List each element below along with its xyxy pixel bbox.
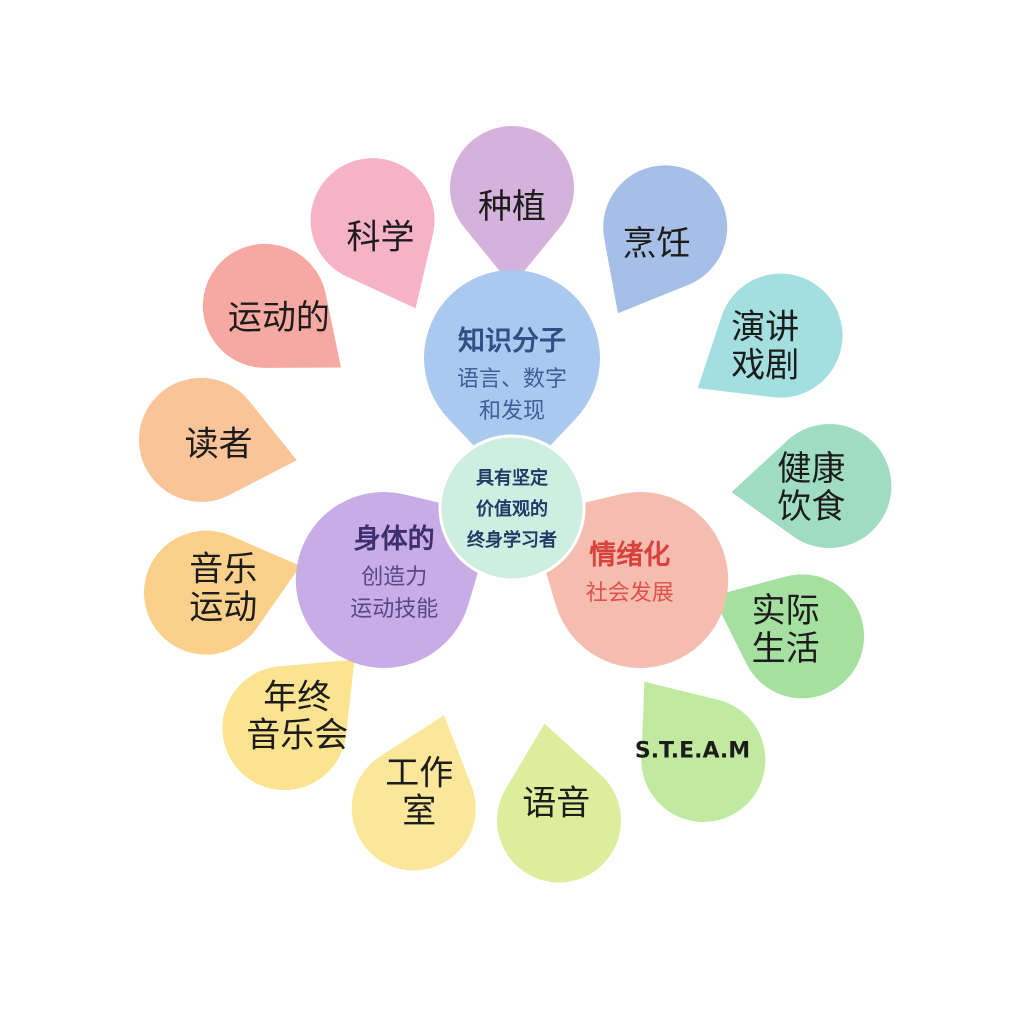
inner-petal-subtitle: 语言、数字 <box>457 367 567 392</box>
petal-label: 实际 <box>752 591 820 631</box>
inner-petal-title: 知识分子 <box>458 326 566 357</box>
petal-shape <box>144 530 301 655</box>
inner-petal-title: 情绪化 <box>589 540 670 571</box>
petal-label: 年终 <box>263 678 331 718</box>
petal-shape <box>697 273 843 398</box>
petal-label: 运动的 <box>228 298 330 338</box>
petal-shape <box>202 243 342 368</box>
petal-shape <box>310 158 435 309</box>
center-label: 具有坚定 <box>476 467 548 489</box>
center-label: 终身学习者 <box>467 529 557 551</box>
inner-petal-shape <box>424 270 600 486</box>
outer-petals: 种植烹饪演讲戏剧健康饮食实际生活S.T.E.A.M语音工作室年终音乐会音乐运动读… <box>139 126 892 883</box>
petal-shape <box>641 681 766 822</box>
petal-label: 音乐 <box>189 550 257 590</box>
outer-petal: 烹饪 <box>603 165 728 314</box>
petal-shape <box>351 715 476 871</box>
petal-label: 读者 <box>185 425 253 465</box>
outer-petal: 种植 <box>450 126 574 286</box>
center-circle <box>438 434 586 582</box>
petal-shape <box>450 126 574 286</box>
inner-petal-subtitle: 运动技能 <box>350 597 438 622</box>
petal-shape <box>222 659 355 791</box>
petal-label: 语音 <box>522 784 590 824</box>
inner-petal-title: 身体的 <box>354 523 435 555</box>
petal-label: 生活 <box>752 629 820 669</box>
inner-petal-subtitle: 创造力 <box>361 565 427 590</box>
petal-label: S.T.E.A.M <box>635 739 750 764</box>
petal-shape <box>497 723 622 883</box>
petal-shape <box>731 424 892 549</box>
petal-shape <box>603 165 728 314</box>
petal-shape <box>712 574 864 699</box>
petal-label: 种植 <box>478 187 546 227</box>
outer-petal: 工作室 <box>351 715 476 871</box>
outer-petal: 运动的 <box>202 243 342 368</box>
petal-label: 烹饪 <box>623 224 691 264</box>
petal-label: 工作 <box>385 753 453 793</box>
petal-label: 戏剧 <box>731 345 799 385</box>
petal-label: 室 <box>402 791 436 831</box>
petal-label: 音乐会 <box>246 716 348 756</box>
petal-label: 健康 <box>777 449 845 489</box>
petal-label: 科学 <box>347 217 415 257</box>
center-label: 价值观的 <box>476 498 548 520</box>
outer-petal: 语音 <box>497 723 622 883</box>
petal-shape <box>139 377 297 502</box>
outer-petal: S.T.E.A.M <box>635 681 766 822</box>
petal-label: 饮食 <box>777 487 845 527</box>
petal-label: 运动 <box>189 588 257 628</box>
inner-petal-subtitle: 和发现 <box>479 399 545 424</box>
outer-petal: 科学 <box>310 158 435 309</box>
inner-petal-subtitle: 社会发展 <box>586 581 674 606</box>
outer-petal: 读者 <box>139 377 297 502</box>
petal-label: 演讲 <box>731 307 799 347</box>
